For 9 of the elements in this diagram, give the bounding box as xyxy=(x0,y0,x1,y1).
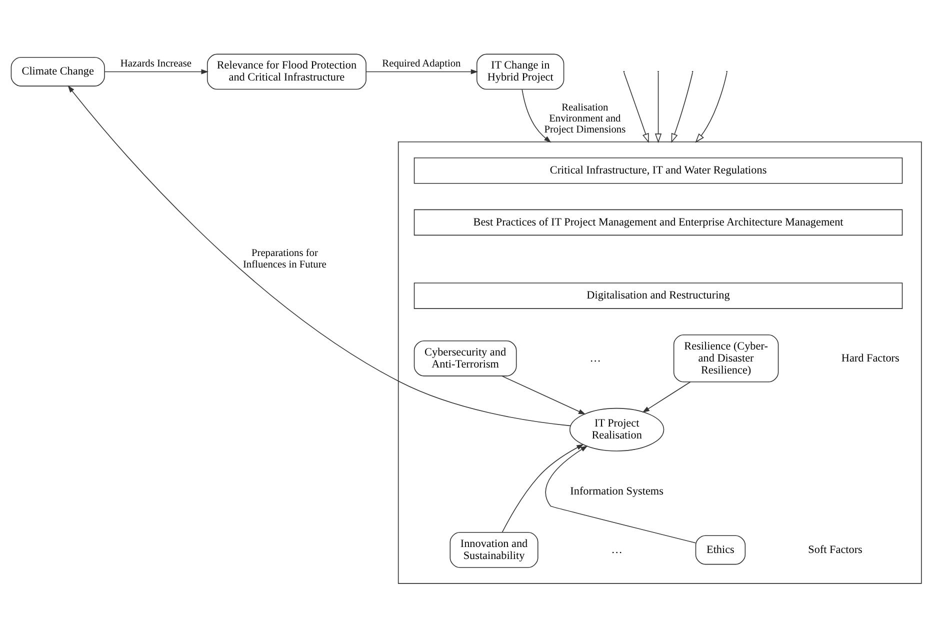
label: Hard Factors xyxy=(841,352,900,364)
label: … xyxy=(611,543,622,556)
label: … xyxy=(590,352,601,364)
edge-label: Required Adaption xyxy=(382,58,461,69)
label: Soft Factors xyxy=(808,543,862,556)
edge-label: Preparations for Influences in Future xyxy=(242,248,326,270)
edge-label: Hazards Increase xyxy=(120,58,192,69)
label: Information Systems xyxy=(570,485,664,498)
edge-label: Realisation Environment and Project Dimensions xyxy=(544,102,626,136)
